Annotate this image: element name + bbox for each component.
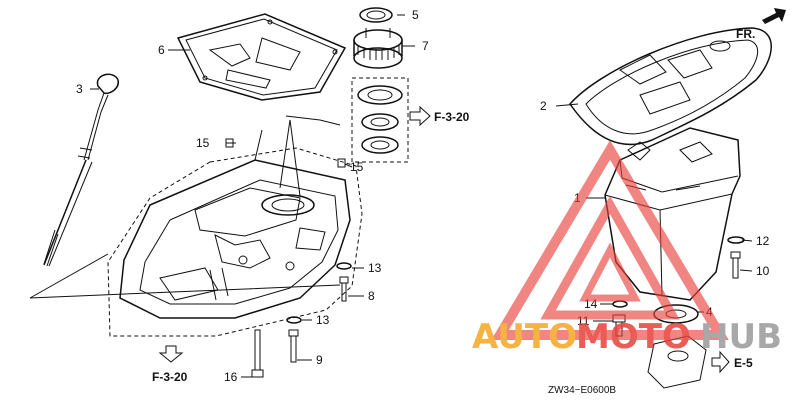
watermark-logo: AUTO MOTO HUB [472,140,782,357]
label-part-6: 6 [158,43,165,57]
washer-part-13a [336,262,352,270]
ref-label-e-5: E-5 [734,356,753,370]
bolt-part-8 [339,276,349,302]
label-part-2: 2 [540,99,547,113]
label-part-16: 16 [224,370,238,384]
front-arrow [762,8,786,24]
gear-part-5 [359,7,393,23]
label-part-3: 3 [76,82,83,96]
ref-label-f-3-20-top: F-3-20 [434,110,470,124]
washer-part-12 [727,236,745,244]
drawing-code: ZW34−E0600B [548,385,616,396]
label-part-8: 8 [368,289,375,303]
leader-lines [90,14,753,378]
watermark-hub: HUB [700,317,782,357]
label-part-15a: 15 [196,136,210,150]
watermark-auto: AUTO [472,317,577,357]
bolt-part-9 [288,329,299,363]
ref-arrow-top [409,105,431,127]
label-part-9: 9 [316,353,323,367]
label-part-13b: 13 [316,313,330,327]
label-part-5: 5 [412,8,419,22]
ref-label-f-3-20-bottom: F-3-20 [152,370,188,384]
gear-part-7 [353,28,403,69]
watermark-triangle-icon [491,140,729,340]
label-part-13a: 13 [368,261,382,275]
ref-arrow-bottom [158,345,184,363]
label-part-7: 7 [422,39,429,53]
bolt-part-16 [251,329,264,378]
dipstick-part-3 [43,73,119,267]
front-label: FR. [736,27,755,41]
label-part-15b: 15 [350,160,364,174]
label-part-10: 10 [756,264,770,278]
bearing-stack [351,77,409,163]
oil-case-assembly [29,115,363,337]
washer-part-14 [612,300,628,308]
label-part-12: 12 [756,234,770,248]
washer-part-13b [286,316,302,324]
bolt-part-10 [730,251,741,279]
dowel-part-15b [337,158,346,168]
gasket-part-6 [176,13,347,101]
plate-part-2 [569,27,772,146]
watermark-moto: MOTO [576,317,691,357]
ref-arrow-e5 [711,350,730,374]
